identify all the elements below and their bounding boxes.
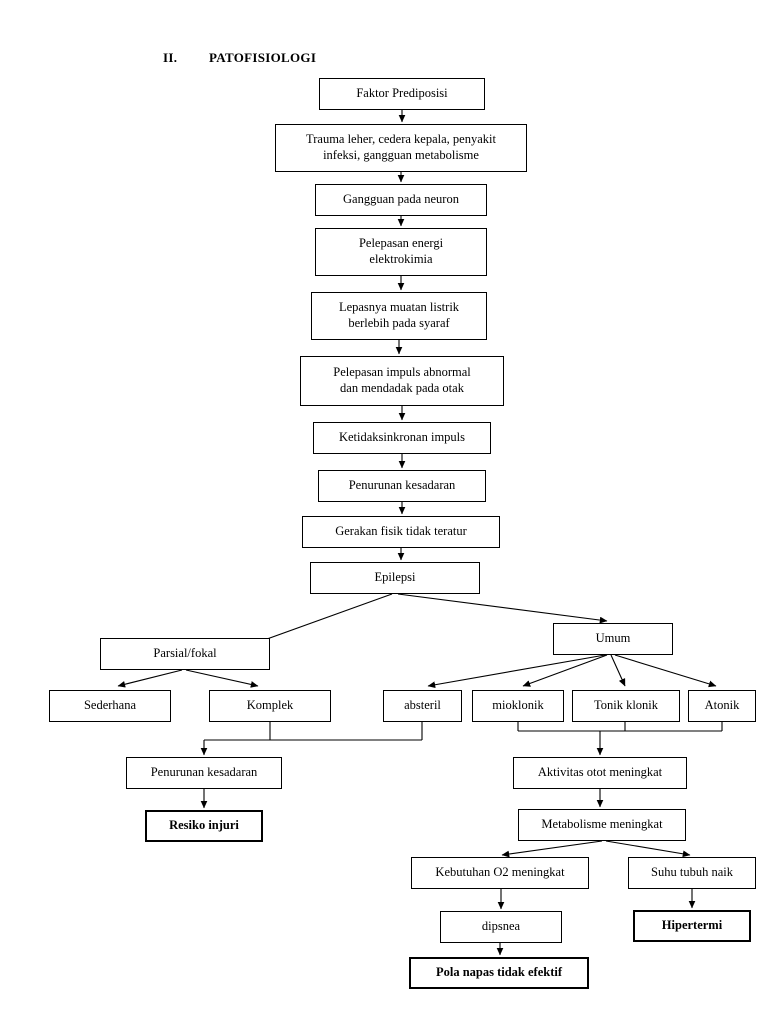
node-label: Tonik klonik <box>593 698 659 713</box>
node-label: Suhu tubuh naik <box>651 865 733 880</box>
node-ketidaksinkronan-impuls[interactable]: Ketidaksinkronan impuls <box>313 422 491 454</box>
node-label: mioklonik <box>492 698 544 713</box>
node-gangguan-neuron[interactable]: Gangguan pada neuron <box>315 184 487 216</box>
node-epilepsi[interactable]: Epilepsi <box>310 562 480 594</box>
node-label: Parsial/fokal <box>153 646 217 661</box>
node-gerakan-fisik-tidak-teratur[interactable]: Gerakan fisik tidak teratur <box>302 516 500 548</box>
node-label: Komplek <box>246 698 294 713</box>
node-label: Kebutuhan O2 meningkat <box>435 865 565 880</box>
node-komplek[interactable]: Komplek <box>209 690 331 722</box>
node-tonik-klonik[interactable]: Tonik klonik <box>572 690 680 722</box>
node-mioklonik[interactable]: mioklonik <box>472 690 564 722</box>
node-label: Hipertermi <box>661 918 723 933</box>
parsial-branch-arrows <box>117 669 259 688</box>
node-resiko-injuri[interactable]: Resiko injuri <box>145 810 263 842</box>
node-umum[interactable]: Umum <box>553 623 673 655</box>
node-absteril[interactable]: absteril <box>383 690 462 722</box>
node-label: Sederhana <box>83 698 137 713</box>
umum-branch-arrows <box>427 654 717 689</box>
node-atonik[interactable]: Atonik <box>688 690 756 722</box>
node-aktivitas-otot-meningkat[interactable]: Aktivitas otot meningkat <box>513 757 687 789</box>
node-metabolisme-meningkat[interactable]: Metabolisme meningkat <box>518 809 686 841</box>
node-parsial-fokal[interactable]: Parsial/fokal <box>100 638 270 670</box>
node-label: Umum <box>595 631 631 646</box>
node-penurunan-kesadaran-bawah[interactable]: Penurunan kesadaran <box>126 757 282 789</box>
node-sederhana[interactable]: Sederhana <box>49 690 171 722</box>
node-label: Faktor Prediposisi <box>356 86 448 101</box>
node-label: Penurunan kesadaran <box>150 765 258 780</box>
node-label: Gangguan pada neuron <box>343 192 459 207</box>
node-label: Pola napas tidak efektif <box>435 965 563 980</box>
right-bus-lines <box>517 722 723 740</box>
node-label: dipsnea <box>481 919 521 934</box>
node-label: Aktivitas otot meningkat <box>537 765 663 780</box>
node-label: Penurunan kesadaran <box>348 478 456 493</box>
section-number: II. <box>163 50 178 65</box>
node-dipsnea[interactable]: dipsnea <box>440 911 562 943</box>
node-label: Ketidaksinkronan impuls <box>338 430 466 445</box>
left-bus-lines <box>269 722 423 741</box>
node-label: Metabolisme meningkat <box>541 817 663 832</box>
node-label: Gerakan fisik tidak teratur <box>335 524 467 539</box>
page-title: PATOFISIOLOGI <box>209 50 317 65</box>
node-label: Epilepsi <box>374 570 416 585</box>
node-pola-napas-tidak-efektif[interactable]: Pola napas tidak efektif <box>409 957 589 989</box>
node-hipertermi[interactable]: Hipertermi <box>633 910 751 942</box>
node-label: absteril <box>404 698 441 713</box>
node-label: Resiko injuri <box>169 818 239 833</box>
node-faktor-prediposisi[interactable]: Faktor Prediposisi <box>319 78 485 110</box>
node-label: Atonik <box>704 698 740 713</box>
node-kebutuhan-o2-meningkat[interactable]: Kebutuhan O2 meningkat <box>411 857 589 889</box>
node-suhu-tubuh-naik[interactable]: Suhu tubuh naik <box>628 857 756 889</box>
node-penurunan-kesadaran-atas[interactable]: Penurunan kesadaran <box>318 470 486 502</box>
